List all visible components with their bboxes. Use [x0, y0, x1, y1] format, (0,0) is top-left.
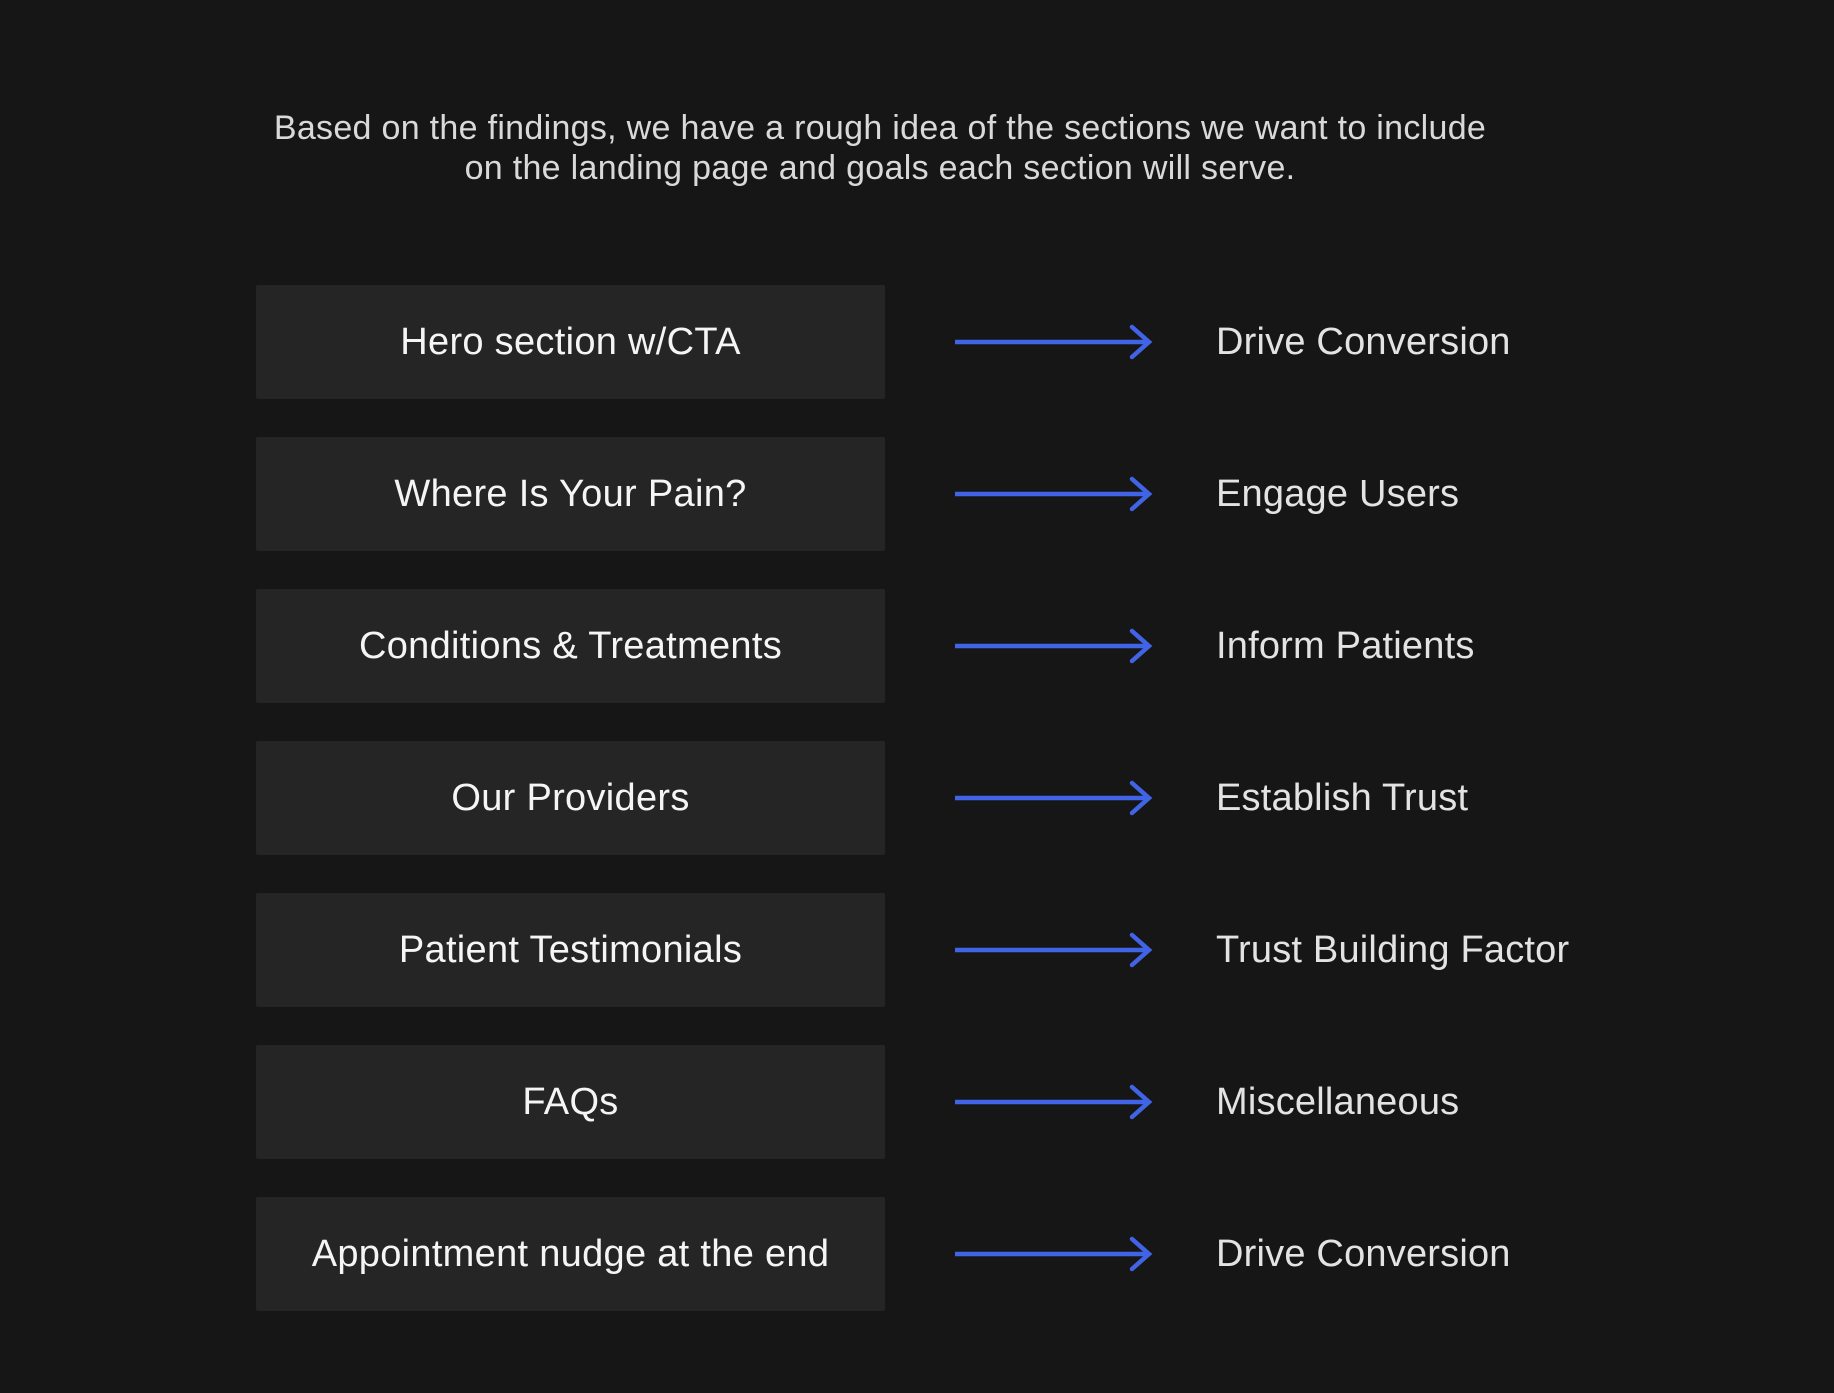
section-label: FAQs	[522, 1080, 619, 1123]
goal-label: Establish Trust	[1216, 776, 1469, 819]
intro-text-line-1: Based on the findings, we have a rough i…	[273, 109, 1487, 147]
arrow-right-icon	[953, 1076, 1153, 1128]
goal-label: Drive Conversion	[1216, 1232, 1511, 1275]
section-label: Where Is Your Pain?	[394, 472, 747, 515]
arrow-right-icon	[953, 924, 1153, 976]
section-label: Patient Testimonials	[398, 928, 743, 971]
section-label: Conditions & Treatments	[359, 624, 782, 667]
section-box: Where Is Your Pain?	[256, 437, 885, 551]
goal-label: Engage Users	[1216, 472, 1460, 515]
diagram-row-hero: Hero section w/CTA Drive Conversion	[256, 285, 1569, 399]
diagram-row-conditions: Conditions & Treatments Inform Patients	[256, 589, 1569, 703]
section-box: FAQs	[256, 1045, 885, 1159]
section-label: Our Providers	[451, 776, 690, 819]
diagram-row-testimonials: Patient Testimonials Trust Building Fact…	[256, 893, 1569, 1007]
goal-label: Trust Building Factor	[1216, 928, 1570, 971]
intro-text: Based on the findings, we have a rough i…	[180, 108, 1580, 188]
goal-label: Miscellaneous	[1216, 1080, 1460, 1123]
intro-text-line-2: on the landing page and goals each secti…	[464, 149, 1296, 187]
diagram-row-appointment: Appointment nudge at the end Drive Conve…	[256, 1197, 1569, 1311]
section-box: Our Providers	[256, 741, 885, 855]
diagram-row-faqs: FAQs Miscellaneous	[256, 1045, 1569, 1159]
goal-label: Drive Conversion	[1216, 320, 1511, 363]
arrow-right-icon	[953, 772, 1153, 824]
goal-label: Inform Patients	[1216, 624, 1475, 667]
arrow-right-icon	[953, 468, 1153, 520]
section-box: Hero section w/CTA	[256, 285, 885, 399]
section-box: Conditions & Treatments	[256, 589, 885, 703]
diagram-row-pain: Where Is Your Pain? Engage Users	[256, 437, 1569, 551]
arrow-right-icon	[953, 316, 1153, 368]
section-label: Hero section w/CTA	[400, 320, 741, 363]
section-label: Appointment nudge at the end	[311, 1232, 830, 1275]
arrow-right-icon	[953, 1228, 1153, 1280]
section-box: Appointment nudge at the end	[256, 1197, 885, 1311]
section-goal-list: Hero section w/CTA Drive Conversion Wher…	[256, 285, 1569, 1311]
arrow-right-icon	[953, 620, 1153, 672]
section-box: Patient Testimonials	[256, 893, 885, 1007]
diagram-row-providers: Our Providers Establish Trust	[256, 741, 1569, 855]
